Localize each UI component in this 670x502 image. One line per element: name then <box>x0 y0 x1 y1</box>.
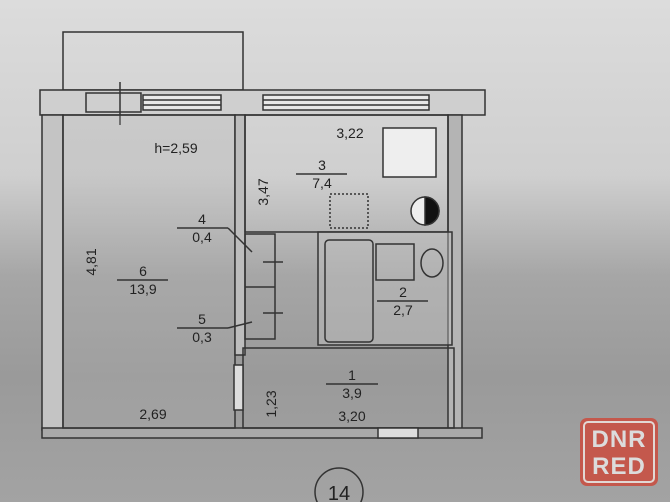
partition-wall <box>234 114 246 356</box>
room-4-area: 0,4 <box>192 229 212 245</box>
room-6-area: 13,9 <box>129 281 156 297</box>
window-room <box>142 94 222 111</box>
entrance-door <box>377 427 419 439</box>
apartment-number-circle <box>314 467 364 502</box>
room-1-area: 3,9 <box>342 385 362 401</box>
window-kitchen <box>262 94 430 111</box>
room-2-bathroom <box>317 231 453 346</box>
room-2-number: 2 <box>399 284 407 300</box>
room-2-area: 2,7 <box>393 302 413 318</box>
window-frame <box>85 92 142 113</box>
room-5-number: 5 <box>198 311 206 327</box>
bathtub <box>324 239 374 343</box>
toilet <box>420 248 444 278</box>
room-4-number: 4 <box>198 211 206 227</box>
stove <box>382 127 437 178</box>
kitchen-sink <box>329 193 369 229</box>
balcony <box>62 31 244 91</box>
left-wall <box>41 114 64 431</box>
watermark-logo: DNR RED <box>580 418 658 486</box>
room-length-dim: 4,81 <box>83 248 99 275</box>
room-3-number: 3 <box>318 157 326 173</box>
watermark-line1: DNR <box>591 426 647 453</box>
ceiling-height: h=2,59 <box>154 140 197 156</box>
apartment-number: 14 <box>328 483 350 502</box>
room-6-number: 6 <box>139 263 147 279</box>
hall-length-dim: 3,20 <box>338 408 365 424</box>
room-width-dim: 2,69 <box>139 406 166 422</box>
room-5-area: 0,3 <box>192 329 212 345</box>
hall-width-dim: 1,23 <box>263 390 279 417</box>
kitchen-width-dim: 3,22 <box>336 125 363 141</box>
watermark-line2: RED <box>592 453 646 480</box>
door <box>233 364 244 411</box>
room-3-area: 7,4 <box>312 175 332 191</box>
bath-sink <box>375 243 415 281</box>
kitchen-length-dim: 3,47 <box>255 178 271 205</box>
room-1-number: 1 <box>348 367 356 383</box>
